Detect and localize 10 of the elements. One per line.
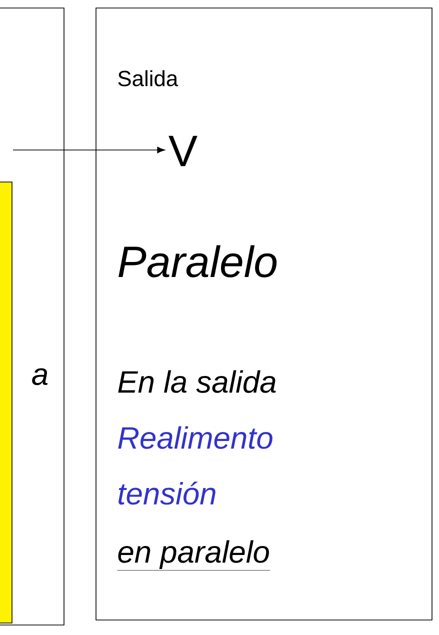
- text-fragment: a: [32, 368, 48, 386]
- text: Paralelo: [118, 245, 277, 278]
- panel-box: [96, 8, 432, 620]
- text: V: [168, 136, 198, 166]
- text: Salida: [118, 70, 178, 86]
- text: En la salida: [118, 370, 276, 393]
- text: en paralelo: [117, 540, 270, 571]
- text: Realimento tensión: [118, 426, 272, 505]
- arrow: [12, 146, 165, 154]
- highlight-box: [0, 182, 12, 624]
